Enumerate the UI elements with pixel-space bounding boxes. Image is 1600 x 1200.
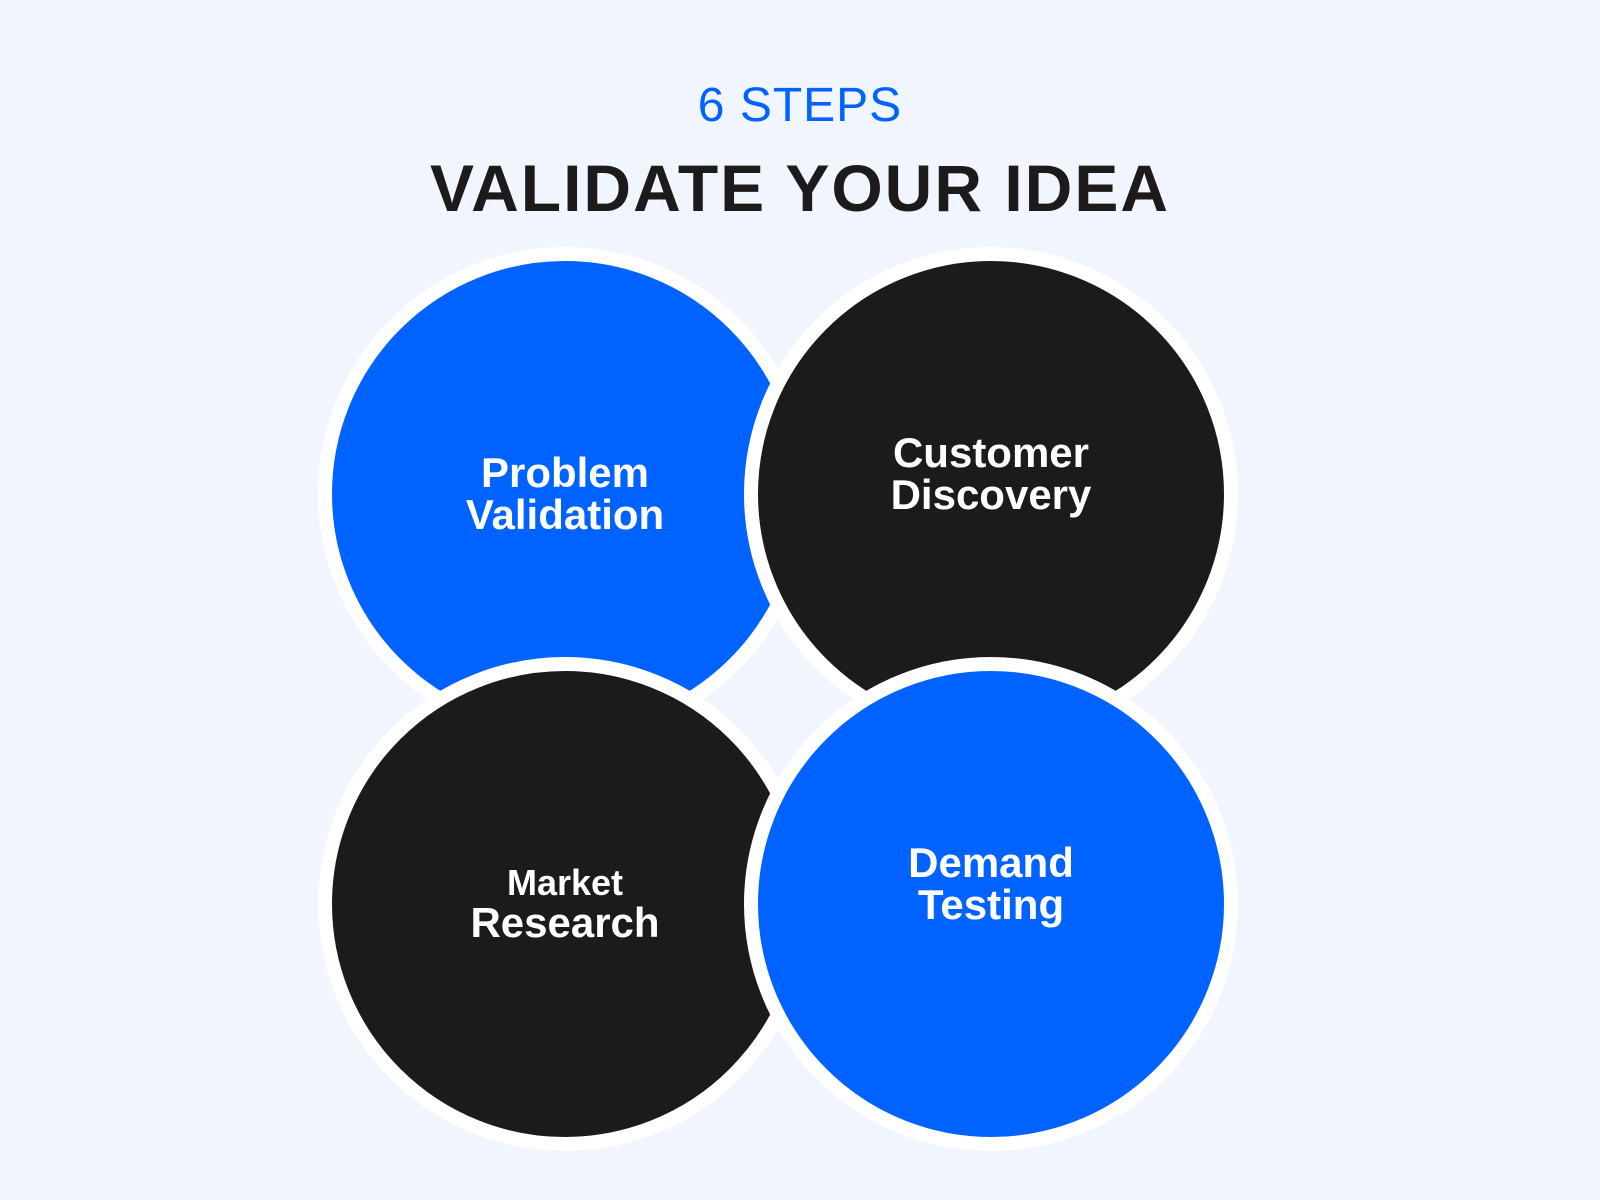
step-label-line1: Problem <box>480 449 650 496</box>
step-label-line1: Market <box>506 862 624 903</box>
step-demand-testing: Demand Testing <box>744 657 1238 1151</box>
step-label-line2: Testing <box>917 881 1065 928</box>
page-title: VALIDATE YOUR IDEA <box>429 151 1171 225</box>
step-label-line2: Discovery <box>890 471 1092 518</box>
step-label-line2: Research <box>470 899 660 946</box>
step-label-line2: Validation <box>465 491 665 538</box>
step-label-line1: Demand <box>908 839 1074 886</box>
step-label-line1: Customer <box>892 429 1090 476</box>
step-market-research: Market Research <box>318 657 812 1151</box>
subtitle: 6 STEPS <box>697 79 903 132</box>
